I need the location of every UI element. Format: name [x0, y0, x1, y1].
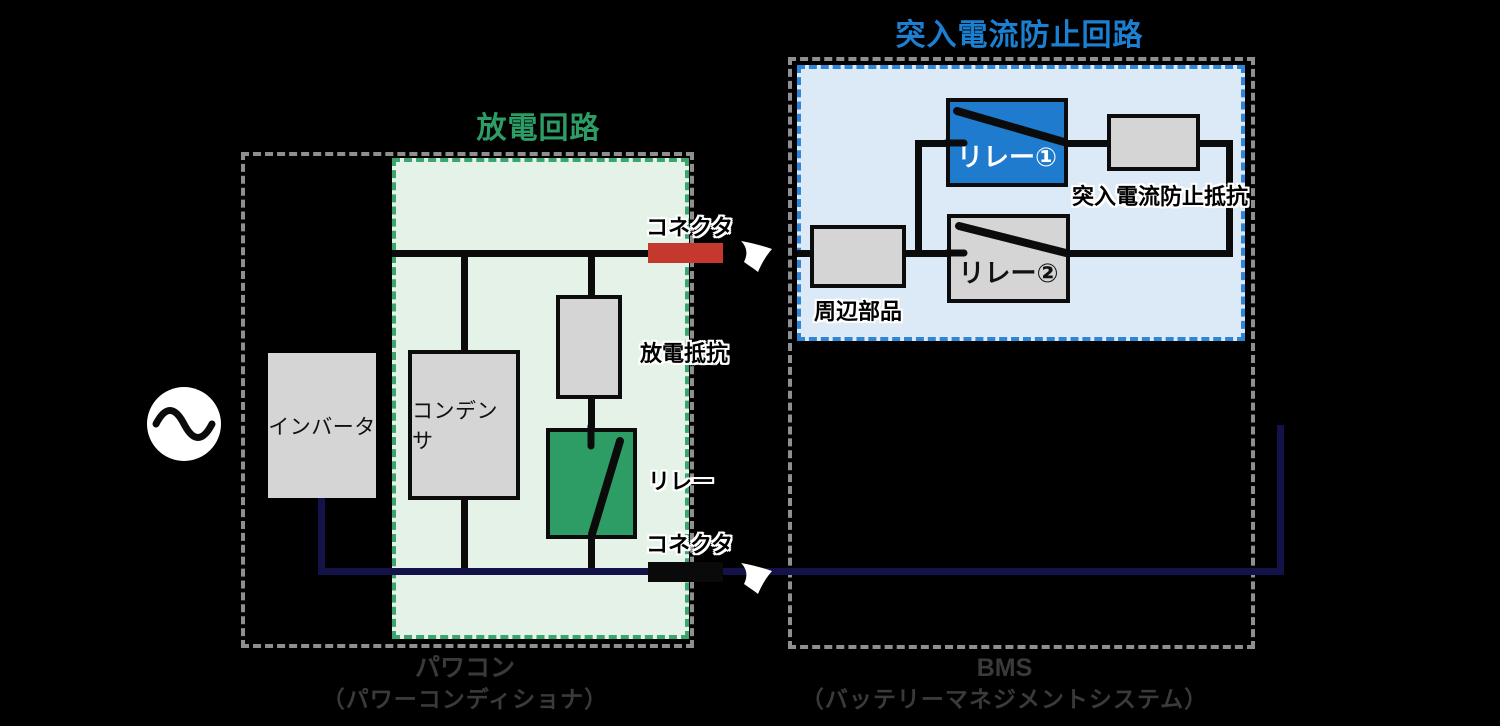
- wire-capacitor-top: [461, 253, 468, 353]
- wire-relay1-right: [1065, 140, 1110, 147]
- pcs-caption-line1: パワコン: [414, 654, 515, 682]
- pcs-caption-line2: （パワーコンディショナ）: [321, 686, 609, 712]
- peripheral-parts-box: [810, 225, 906, 288]
- inrush-resistor-label: 突入電流防止抵抗: [1072, 184, 1249, 209]
- connector-bottom-label: コネクタ: [646, 532, 734, 557]
- wire-right-drop: [1226, 140, 1233, 257]
- wire-relay-bottom: [588, 536, 595, 572]
- discharge-relay-box: [546, 428, 637, 539]
- discharge-relay-label: リレー: [648, 469, 715, 494]
- pcs-boundary-box: [241, 152, 694, 648]
- wire-bottom-bus: [318, 568, 1284, 575]
- inverter-label: インバータ: [268, 415, 376, 439]
- relay2-label: リレー②: [958, 258, 1059, 288]
- wire-resistor-branch: [588, 253, 595, 299]
- pcs-caption: パワコン （パワーコンディショナ）: [240, 652, 690, 714]
- discharge-circuit-title: 放電回路: [476, 112, 601, 145]
- ac-source-icon: [147, 387, 221, 461]
- wire-battery-riser: [1277, 425, 1284, 575]
- wire-capacitor-bottom: [461, 498, 468, 572]
- relay1-label: リレー①: [956, 142, 1057, 172]
- capacitor-box: コンデンサ: [408, 350, 520, 500]
- discharge-resistor-box: [556, 295, 622, 399]
- wire-top-bus: [392, 250, 652, 257]
- peripheral-parts-label: 周辺部品: [814, 299, 903, 324]
- inverter-box: インバータ: [268, 353, 376, 498]
- connector-top-label: コネクタ: [646, 215, 734, 240]
- inrush-resistor-box: [1107, 114, 1200, 171]
- wire-inrush-resistor-right: [1198, 140, 1233, 147]
- connector-bottom-bar: [648, 562, 723, 582]
- discharge-resistor-label: 放電抵抗: [640, 341, 729, 366]
- relay2-box: リレー②: [947, 214, 1070, 303]
- wire-inverter-down: [318, 496, 325, 572]
- bms-caption-line2: （バッテリーマネジメントシステム）: [800, 686, 1209, 712]
- capacitor-label: コンデンサ: [412, 400, 498, 453]
- connector-top-bar: [648, 243, 723, 263]
- bms-caption: BMS （バッテリーマネジメントシステム）: [777, 652, 1232, 714]
- wire-resistor-to-relay: [588, 397, 595, 432]
- bms-boundary-box: [788, 57, 1255, 649]
- connector-arrow-icon-top: [741, 241, 772, 272]
- wire-relay1-branch: [915, 140, 922, 257]
- inrush-circuit-title: 突入電流防止回路: [895, 19, 1144, 52]
- relay1-box: リレー①: [946, 98, 1068, 187]
- wire-relay1-left: [915, 140, 950, 147]
- bms-caption-line1: BMS: [976, 654, 1033, 682]
